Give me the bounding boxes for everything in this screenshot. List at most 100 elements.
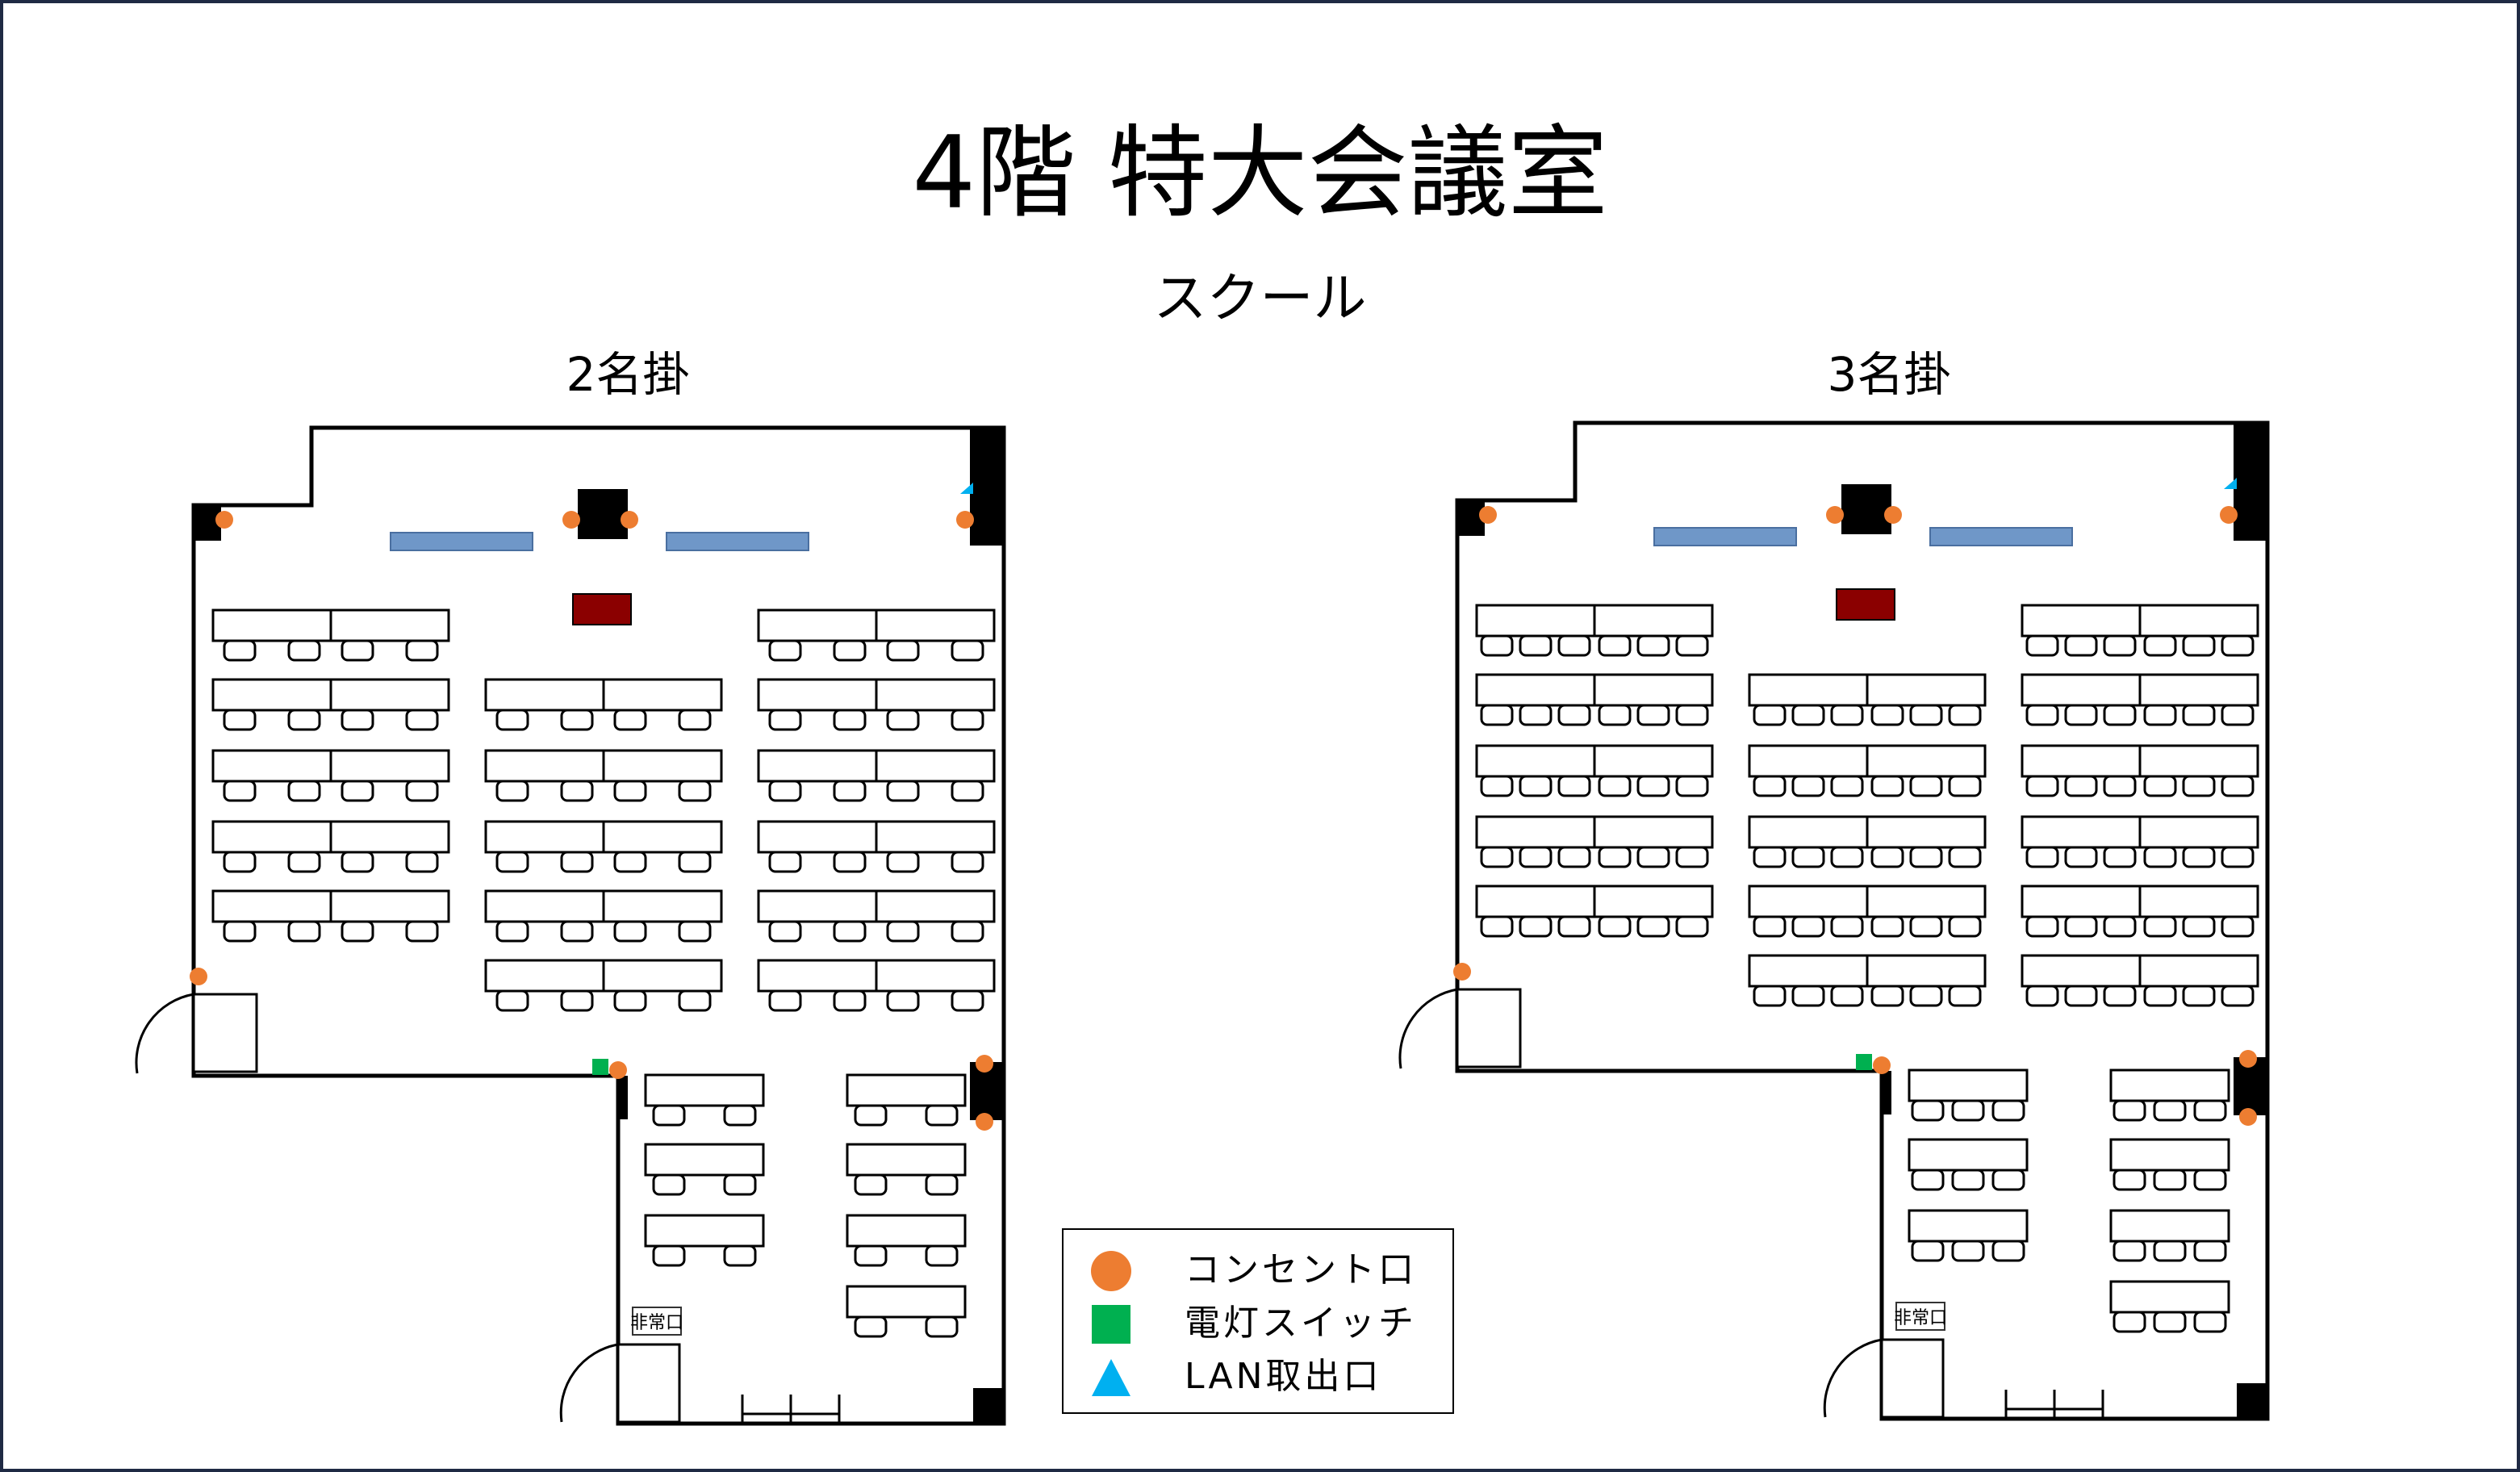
chair — [678, 989, 712, 1012]
desk — [329, 820, 450, 854]
chair — [223, 780, 257, 802]
chair — [1753, 704, 1787, 726]
chair — [951, 851, 984, 873]
pillar — [2237, 1383, 2267, 1419]
chair — [2221, 985, 2255, 1007]
chair — [1636, 704, 1670, 726]
desk — [2021, 884, 2142, 918]
desk-unit-small — [846, 1143, 967, 1196]
chair — [2025, 775, 2059, 797]
outlet-circle-icon — [562, 511, 580, 529]
desk — [329, 889, 450, 923]
chair — [1480, 915, 1514, 938]
rail — [741, 1395, 841, 1422]
chair — [2064, 915, 2098, 938]
desk-unit — [2021, 604, 2259, 657]
chair — [495, 780, 529, 802]
chair — [1909, 846, 1943, 868]
chair — [1557, 634, 1591, 657]
chair — [1909, 985, 1943, 1007]
switch-square-icon — [1856, 1054, 1872, 1070]
desk — [875, 608, 996, 642]
podium — [1836, 588, 1895, 621]
chair — [1911, 1169, 1945, 1191]
desk — [2109, 1068, 2230, 1102]
chair — [560, 989, 594, 1012]
chair — [2143, 846, 2177, 868]
desk — [757, 820, 878, 854]
chair — [2103, 985, 2137, 1007]
chair — [2193, 1099, 2227, 1122]
chair — [1830, 704, 1864, 726]
chair — [2182, 846, 2216, 868]
chair — [854, 1315, 888, 1338]
chair — [1519, 634, 1553, 657]
chair — [652, 1104, 686, 1127]
desk — [2021, 604, 2142, 638]
chair — [1480, 704, 1514, 726]
outlet-circle-icon — [976, 1113, 993, 1131]
chair — [2064, 634, 2098, 657]
chair — [2182, 775, 2216, 797]
chair — [2103, 915, 2137, 938]
chair — [2153, 1311, 2187, 1333]
desk — [875, 959, 996, 993]
outlet-circle-icon — [2239, 1108, 2257, 1126]
chair — [854, 1173, 888, 1196]
outlet-circle-icon — [621, 511, 638, 529]
chair — [723, 1173, 757, 1196]
chair — [1598, 704, 1632, 726]
legend-label-switch: 電灯スイッチ — [1185, 1303, 1417, 1344]
desk-unit — [757, 749, 996, 802]
legend-item-switch: 電灯スイッチ — [1064, 1298, 1456, 1349]
legend-label-lan: LAN取出口 — [1185, 1356, 1382, 1397]
desk — [602, 959, 723, 993]
chair — [833, 989, 867, 1012]
chair — [833, 780, 867, 802]
desk — [211, 749, 332, 783]
desk — [1748, 815, 1869, 849]
desk — [2109, 1209, 2230, 1243]
chair — [405, 920, 439, 943]
desk — [2021, 673, 2142, 707]
desk-unit-small — [2109, 1138, 2230, 1191]
chair — [1991, 1169, 2025, 1191]
pillar — [578, 489, 628, 539]
desk — [602, 749, 723, 783]
chair — [1948, 915, 1982, 938]
desk — [602, 820, 723, 854]
chair — [1598, 775, 1632, 797]
door-swing — [1823, 1338, 1883, 1418]
desk — [2109, 1280, 2230, 1314]
desk-unit — [1475, 884, 1714, 938]
desk — [2138, 744, 2259, 778]
chair — [768, 709, 802, 731]
chair — [1948, 704, 1982, 726]
chair — [223, 920, 257, 943]
desk — [1748, 673, 1869, 707]
desk — [644, 1214, 765, 1248]
chair — [833, 920, 867, 943]
chair — [495, 709, 529, 731]
desk-unit — [1475, 673, 1714, 726]
chair — [1830, 775, 1864, 797]
desk — [757, 889, 878, 923]
chair — [951, 920, 984, 943]
chair — [833, 639, 867, 662]
chair — [1870, 775, 1904, 797]
desk-unit-small — [846, 1214, 967, 1267]
desk-unit — [2021, 744, 2259, 797]
desk-unit — [1748, 954, 1987, 1007]
chair — [223, 851, 257, 873]
outlet-circle-icon — [215, 511, 233, 529]
desk — [2138, 673, 2259, 707]
chair — [1991, 1099, 2025, 1122]
desk — [1593, 744, 1714, 778]
chair — [2182, 985, 2216, 1007]
chair — [613, 780, 647, 802]
outlet-circle-icon — [1479, 506, 1497, 524]
chair — [1909, 915, 1943, 938]
legend: コンセント口 電灯スイッチ LAN取出口 — [1062, 1228, 1454, 1414]
